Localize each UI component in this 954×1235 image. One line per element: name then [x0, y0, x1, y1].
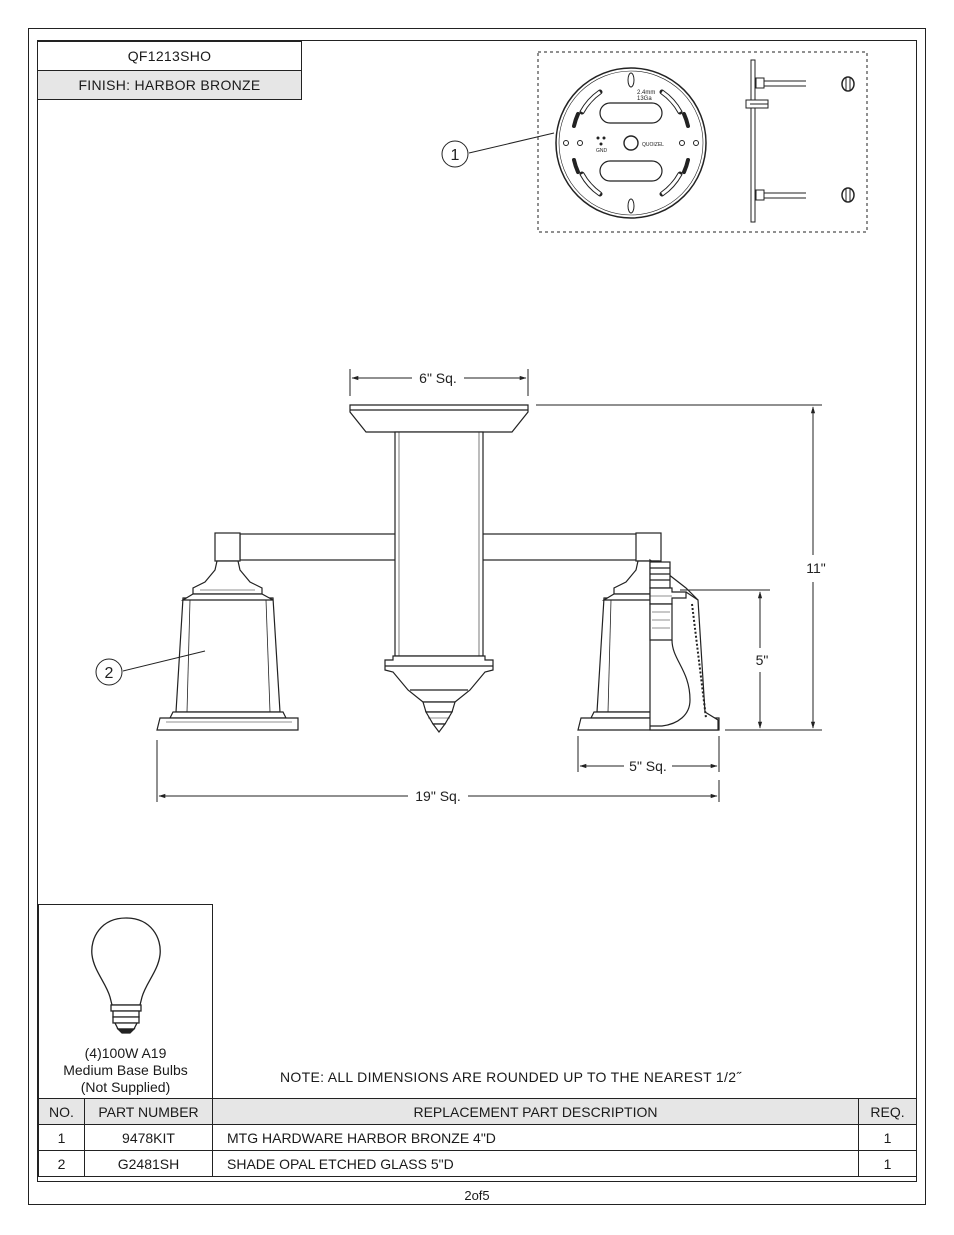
shade-width-label: 5" Sq.	[629, 758, 667, 774]
shade-height-label: 5"	[756, 652, 769, 668]
plate-spec-line1: 2.4mm	[637, 90, 655, 96]
row-req: 1	[858, 1124, 917, 1151]
bulb-line-3: (Not Supplied)	[80, 1079, 171, 1095]
row-part-number: G2481SH	[84, 1150, 213, 1177]
callout-1: 1	[441, 132, 555, 168]
fixture-drawing	[156, 404, 720, 733]
header-part-number: PART NUMBER	[84, 1098, 213, 1125]
header-description: REPLACEMENT PART DESCRIPTION	[212, 1098, 859, 1125]
row-req: 1	[858, 1150, 917, 1177]
dimension-shade-width: 5" Sq.	[577, 736, 720, 774]
page-inner-frame	[37, 40, 917, 1182]
dimension-canopy-width: 6" Sq.	[349, 369, 529, 396]
row-description: MTG HARDWARE HARBOR BRONZE 4"D	[212, 1124, 859, 1151]
dimension-note: NOTE: ALL DIMENSIONS ARE ROUNDED UP TO T…	[280, 1069, 742, 1085]
mounting-hardware-detail: 2.4mm 13Ga GND QUOIZEL	[537, 51, 868, 233]
bulb-line-1: (4)100W A19	[84, 1045, 167, 1061]
callout-2: 2	[95, 650, 206, 686]
plate-spec-line2: 13Ga	[637, 96, 652, 102]
replacement-parts-table: NO. PART NUMBER REPLACEMENT PART DESCRIP…	[38, 1098, 917, 1177]
callout-1-label: 1	[451, 147, 460, 164]
model-number: QF1213SHO	[127, 48, 212, 64]
fixture-diagram: 2.4mm 13Ga GND QUOIZEL 1	[95, 51, 868, 804]
page-number: 2of5	[464, 1188, 490, 1203]
table-row: 2 G2481SH SHADE OPAL ETCHED GLASS 5"D 1	[38, 1150, 917, 1177]
callout-2-label: 2	[105, 665, 114, 682]
crossbar-plate-icon: 2.4mm 13Ga GND QUOIZEL	[555, 67, 707, 219]
header-req: REQ.	[858, 1098, 917, 1125]
page-outer-frame	[28, 28, 926, 1205]
table-header-row: NO. PART NUMBER REPLACEMENT PART DESCRIP…	[38, 1098, 917, 1125]
bulb-info-box: (4)100W A19 Medium Base Bulbs (Not Suppl…	[38, 904, 213, 1099]
plate-brand-label: QUOIZEL	[642, 142, 664, 148]
header-no: NO.	[38, 1098, 85, 1125]
finish-label: FINISH: HARBOR BRONZE	[78, 77, 261, 93]
dimension-shade-height: 5"	[680, 589, 770, 729]
row-description: SHADE OPAL ETCHED GLASS 5"D	[212, 1150, 859, 1177]
bulb-line-2: Medium Base Bulbs	[63, 1062, 188, 1078]
canopy-width-label: 6" Sq.	[419, 370, 457, 386]
bulb-description: (4)100W A19 Medium Base Bulbs (Not Suppl…	[39, 1045, 212, 1096]
row-part-number: 9478KIT	[84, 1124, 213, 1151]
table-row: 1 9478KIT MTG HARDWARE HARBOR BRONZE 4"D…	[38, 1124, 917, 1151]
overall-width-label: 19" Sq.	[415, 788, 460, 804]
height-label: 11"	[806, 560, 826, 576]
row-no: 1	[38, 1124, 85, 1151]
finish-cell: FINISH: HARBOR BRONZE	[37, 70, 302, 100]
dimension-overall-width: 19" Sq.	[156, 740, 720, 804]
dimension-overall-height: 11"	[536, 404, 826, 731]
light-bulb-icon	[91, 917, 161, 1034]
row-no: 2	[38, 1150, 85, 1177]
crossbar-side-view-icon	[745, 59, 855, 223]
plate-gnd-label: GND	[596, 148, 608, 154]
